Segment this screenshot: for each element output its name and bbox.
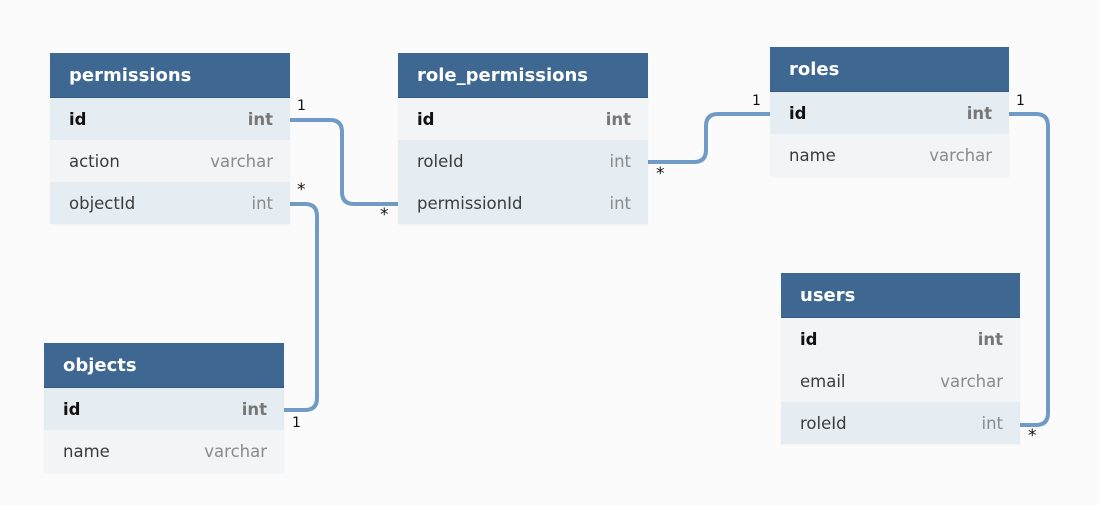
- column-row[interactable]: permissionId int: [398, 182, 648, 224]
- table-title: permissions: [69, 64, 192, 86]
- column-row[interactable]: name varchar: [44, 430, 284, 472]
- cardinality-one-roles-id: 1: [752, 93, 761, 109]
- column-type: int: [609, 151, 631, 171]
- column-type: int: [241, 399, 267, 419]
- column-type: int: [981, 413, 1003, 433]
- column-row[interactable]: roleId int: [781, 402, 1020, 444]
- column-type: int: [966, 103, 992, 123]
- table-objects[interactable]: objects id int name varchar: [44, 343, 284, 472]
- column-type: int: [247, 109, 273, 129]
- column-name: action: [69, 151, 120, 171]
- table-title: roles: [789, 58, 840, 80]
- table-permissions[interactable]: permissions id int action varchar object…: [50, 53, 290, 224]
- connector-roles-id-to-role-permissions-roleid[interactable]: [646, 112, 772, 164]
- cardinality-many-permissions-objectid: *: [297, 180, 306, 200]
- table-role-permissions[interactable]: role_permissions id int roleId int permi…: [398, 53, 648, 224]
- column-row[interactable]: id int: [781, 318, 1020, 360]
- column-type: int: [977, 329, 1003, 349]
- column-type: int: [609, 193, 631, 213]
- column-row[interactable]: action varchar: [50, 140, 290, 182]
- column-row[interactable]: objectId int: [50, 182, 290, 224]
- column-name: permissionId: [417, 193, 523, 213]
- column-type: varchar: [929, 145, 992, 165]
- column-name: id: [789, 103, 807, 123]
- cardinality-one-permissions-id: 1: [297, 98, 306, 114]
- table-title: objects: [63, 354, 137, 376]
- cardinality-many-role-permissions-permissionid: *: [380, 205, 389, 225]
- table-users[interactable]: users id int email varchar roleId int: [781, 273, 1020, 444]
- connector-objects-id-to-permissions-objectid[interactable]: [282, 202, 319, 412]
- column-row[interactable]: id int: [398, 98, 648, 140]
- column-name: roleId: [417, 151, 464, 171]
- column-row[interactable]: id int: [50, 98, 290, 140]
- column-name: email: [800, 371, 846, 391]
- column-name: id: [417, 109, 435, 129]
- table-roles[interactable]: roles id int name varchar: [770, 47, 1009, 176]
- column-row[interactable]: id int: [770, 92, 1009, 134]
- table-header[interactable]: permissions: [50, 53, 290, 98]
- column-row[interactable]: id int: [44, 388, 284, 430]
- table-header[interactable]: role_permissions: [398, 53, 648, 98]
- cardinality-one-roles-id-users: 1: [1016, 93, 1025, 109]
- column-name: name: [63, 441, 110, 461]
- table-title: role_permissions: [417, 64, 589, 86]
- column-name: id: [69, 109, 87, 129]
- column-name: id: [800, 329, 818, 349]
- column-type: varchar: [940, 371, 1003, 391]
- column-type: varchar: [204, 441, 267, 461]
- column-type: varchar: [210, 151, 273, 171]
- column-type: int: [605, 109, 631, 129]
- cardinality-one-objects-id: 1: [292, 415, 301, 431]
- cardinality-many-users-roleid: *: [1028, 426, 1037, 446]
- table-title: users: [800, 284, 856, 306]
- column-row[interactable]: name varchar: [770, 134, 1009, 176]
- column-name: id: [63, 399, 81, 419]
- column-row[interactable]: email varchar: [781, 360, 1020, 402]
- column-type: int: [251, 193, 273, 213]
- table-header[interactable]: roles: [770, 47, 1009, 92]
- column-name: objectId: [69, 193, 136, 213]
- table-header[interactable]: objects: [44, 343, 284, 388]
- column-row[interactable]: roleId int: [398, 140, 648, 182]
- cardinality-many-role-permissions-roleid: *: [656, 164, 665, 184]
- table-header[interactable]: users: [781, 273, 1020, 318]
- column-name: name: [789, 145, 836, 165]
- column-name: roleId: [800, 413, 847, 433]
